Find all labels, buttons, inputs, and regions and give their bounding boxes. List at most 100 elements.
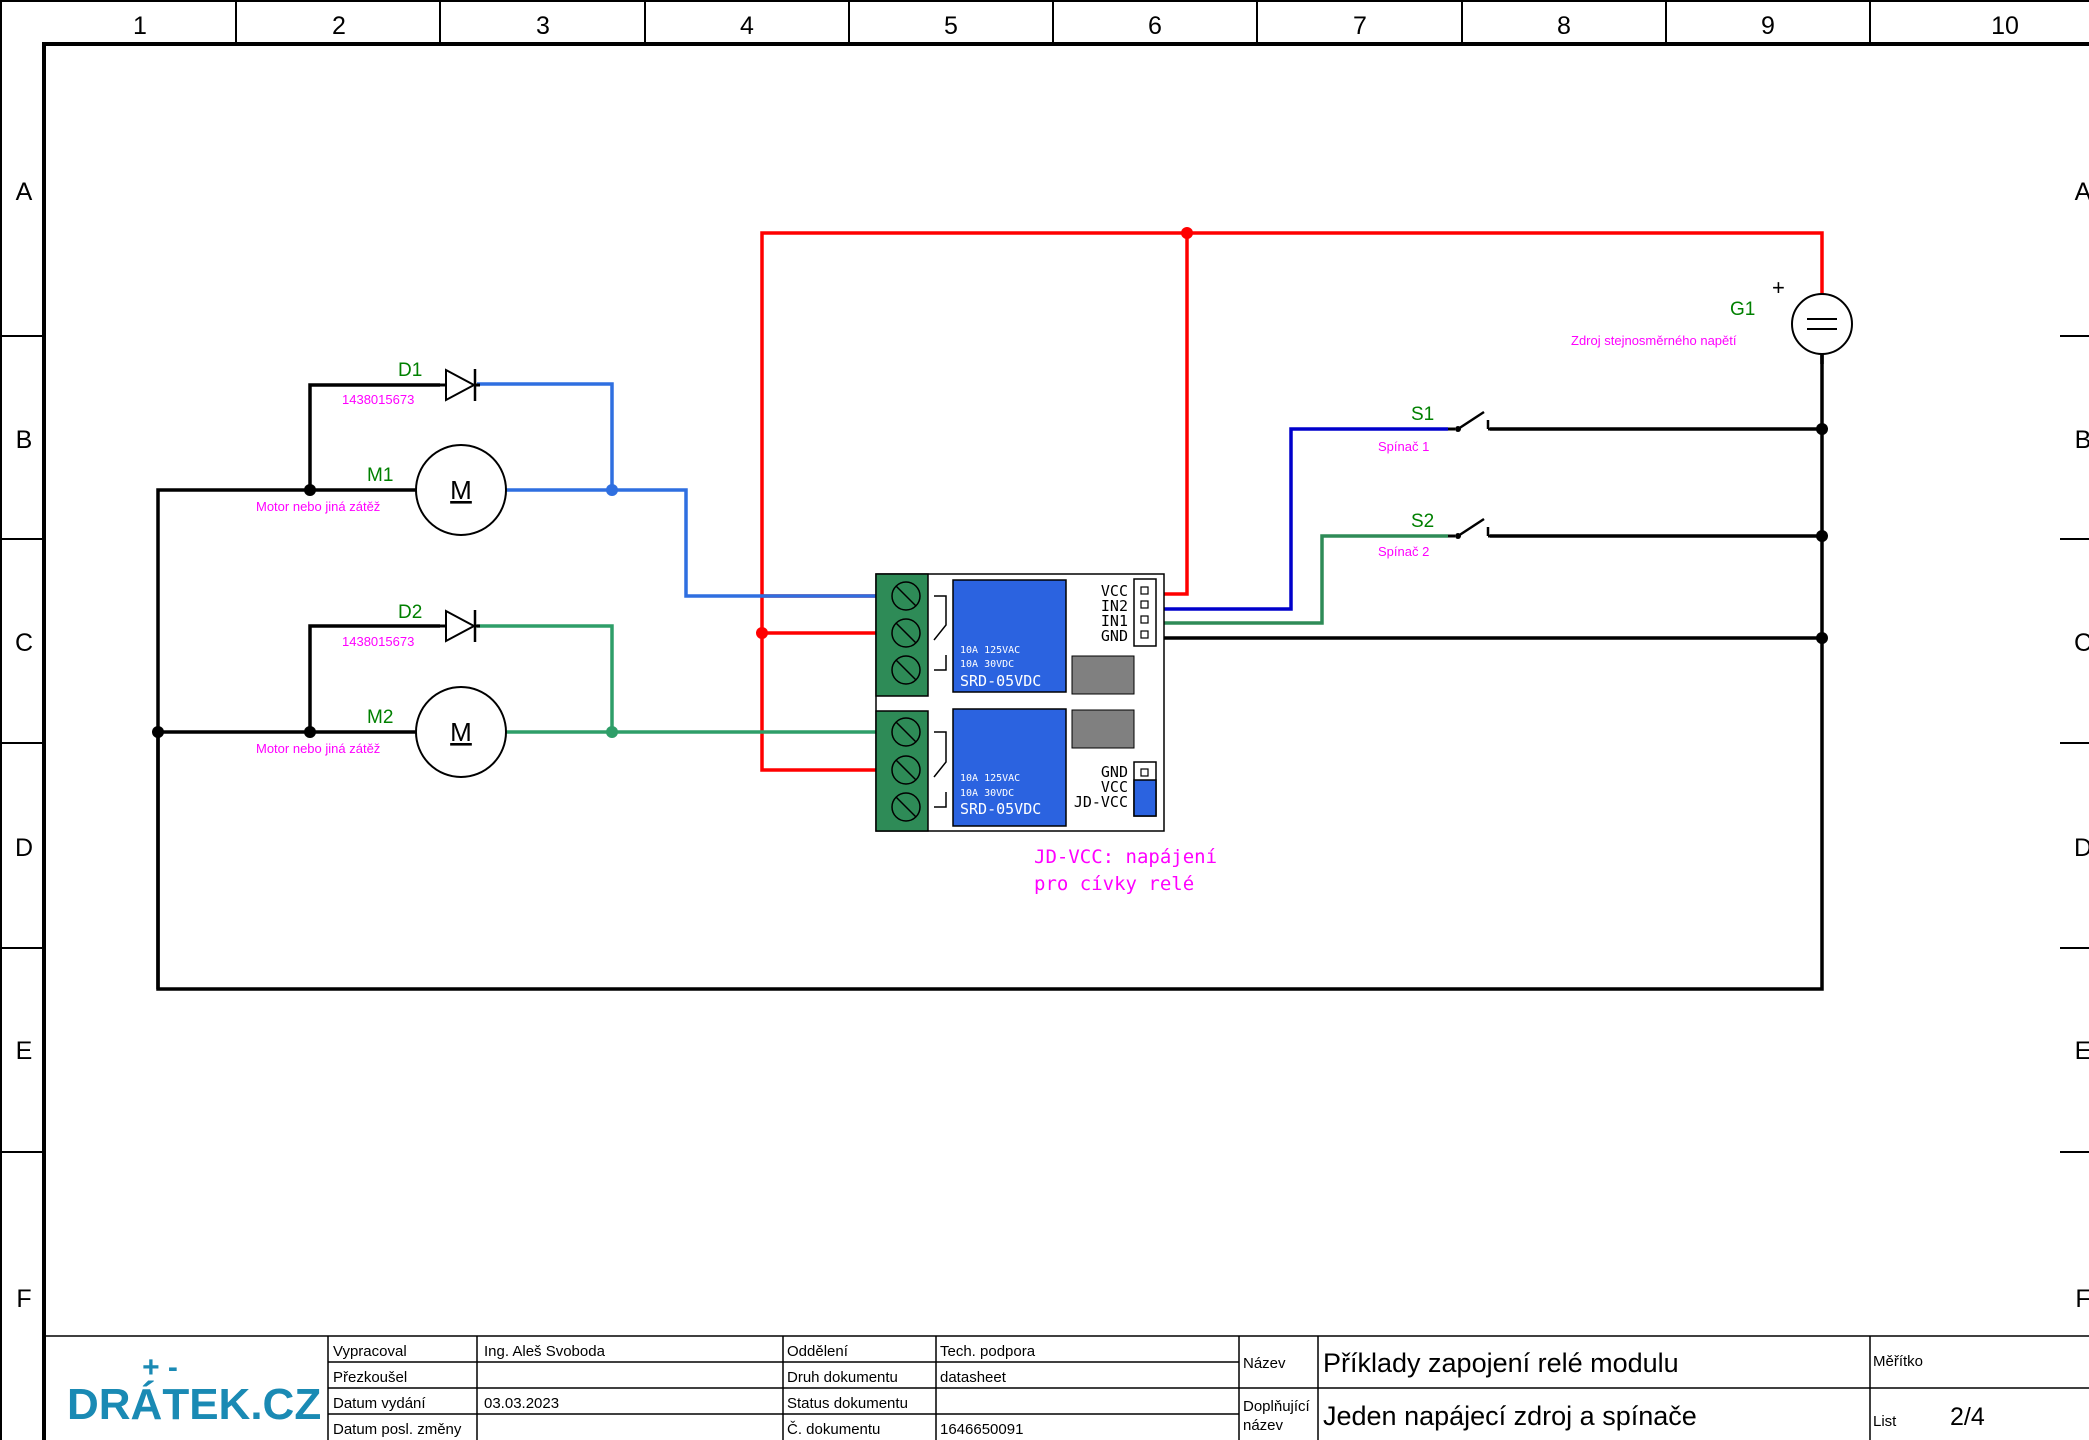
relay-model: SRD-05VDC	[960, 800, 1041, 818]
diode-part: 1438015673	[342, 634, 414, 649]
tb-subname-label: Doplňující	[1243, 1398, 1311, 1415]
row-label: D	[15, 834, 33, 862]
wire-load1	[505, 488, 876, 598]
wire-in2	[1160, 427, 1448, 611]
wire-ground	[156, 488, 310, 989]
document-subtitle: Jeden napájecí zdroj a spínače	[1323, 1401, 1697, 1431]
company-logo: DRÁTEK.CZ	[67, 1379, 321, 1429]
motor-m2: M M2 Motor nebo jiná zátěž	[256, 686, 507, 778]
junction-dot	[304, 484, 316, 496]
row-label: A	[16, 178, 33, 206]
source-ref: G1	[1730, 299, 1755, 320]
relay-top	[952, 579, 1067, 693]
junction-dot	[1816, 632, 1828, 644]
row-label: E	[2075, 1037, 2089, 1065]
tb-label: Č. dokumentu	[787, 1421, 880, 1438]
motor-symbol-icon	[415, 686, 507, 778]
column-label: 9	[1761, 12, 1775, 40]
wire-in1	[1160, 534, 1448, 625]
junction-dot	[1181, 227, 1193, 239]
tb-label: Druh dokumentu	[787, 1369, 898, 1386]
tb-value: 03.03.2023	[484, 1395, 559, 1412]
polarity-plus: +	[1772, 275, 1785, 300]
junction-dot	[1816, 530, 1828, 542]
junctions	[152, 227, 1828, 738]
column-label: 10	[1991, 12, 2019, 40]
row-label: E	[16, 1037, 33, 1065]
jdvcc-note: pro cívky relé	[1034, 873, 1194, 895]
motor-desc: Motor nebo jiná zátěž	[256, 499, 380, 514]
status-led	[1071, 655, 1135, 695]
relay-rating: 10A 125VAC	[960, 645, 1020, 656]
junction-dot	[152, 726, 164, 738]
row-label: B	[16, 426, 33, 454]
motor-ref: M1	[367, 465, 393, 486]
tb-label: Status dokumentu	[787, 1395, 908, 1412]
row-label: C	[15, 629, 33, 657]
tb-label: Přezkoušel	[333, 1369, 407, 1386]
source-desc: Zdroj stejnosměrného napětí	[1571, 333, 1737, 348]
diode-part: 1438015673	[342, 392, 414, 407]
wire-power	[1160, 233, 1189, 596]
row-label: C	[2074, 629, 2089, 657]
pin-label: GND	[1101, 627, 1128, 645]
tb-value: 1646650091	[940, 1421, 1023, 1438]
switch-s1: S1 Spínač 1	[1378, 404, 1492, 454]
column-label: 1	[133, 12, 147, 40]
column-label: 2	[332, 12, 346, 40]
tb-scale-label: Měřítko	[1873, 1353, 1923, 1370]
relay-rating: 10A 30VDC	[960, 659, 1014, 670]
tb-sheet-label: List	[1873, 1413, 1897, 1430]
pin-label: GND	[1101, 763, 1128, 781]
junction-dot	[756, 627, 768, 639]
switch-desc: Spínač 2	[1378, 544, 1429, 559]
motor-m1: M M1 Motor nebo jiná zátěž	[256, 444, 507, 536]
relay-module: 10A 125VAC 10A 30VDC SRD-05VDC 10A 125VA…	[875, 573, 1165, 832]
row-label: A	[2075, 178, 2089, 206]
motor-symbol-icon	[415, 444, 507, 536]
diode-ref: D2	[398, 602, 422, 623]
motor-ref: M2	[367, 707, 393, 728]
tb-label: Vypracoval	[333, 1343, 407, 1360]
relay-model: SRD-05VDC	[960, 672, 1041, 690]
motor-symbol-letter: M	[450, 717, 472, 747]
wire-ground	[308, 624, 440, 732]
row-label: F	[2075, 1285, 2089, 1313]
wires	[156, 231, 1824, 991]
pin-label: VCC	[1101, 582, 1128, 600]
document-title: Příklady zapojení relé modulu	[1323, 1348, 1679, 1378]
switch-desc: Spínač 1	[1378, 439, 1429, 454]
wire-load2	[477, 624, 614, 732]
pin-label: VCC	[1101, 778, 1128, 796]
relay-rating: 10A 30VDC	[960, 788, 1014, 799]
diode-symbol-icon	[445, 368, 477, 402]
tb-label: Datum vydání	[333, 1395, 426, 1412]
row-label: B	[2075, 426, 2089, 454]
dc-source-icon	[1791, 293, 1853, 355]
column-label: 7	[1353, 12, 1367, 40]
tb-value: datasheet	[940, 1369, 1007, 1386]
row-label: F	[16, 1285, 31, 1313]
wire-ground	[308, 383, 440, 490]
tb-label: Oddělení	[787, 1343, 849, 1360]
switch-s2: S2 Spínač 2	[1378, 511, 1492, 559]
pin-label: IN1	[1101, 612, 1128, 630]
column-label: 3	[536, 12, 550, 40]
junction-dot	[606, 726, 618, 738]
tb-subname-label: název	[1243, 1417, 1284, 1434]
column-label: 8	[1557, 12, 1571, 40]
relay-bottom	[952, 708, 1067, 827]
junction-dot	[1816, 423, 1828, 435]
wire-power	[760, 596, 876, 772]
diode-d2: D2 1438015673	[342, 602, 480, 649]
tb-value: Tech. podpora	[940, 1343, 1036, 1360]
junction-dot	[304, 726, 316, 738]
wire-ground	[156, 333, 1824, 991]
switch-ref: S2	[1411, 511, 1434, 532]
switch-ref: S1	[1411, 404, 1434, 425]
motor-desc: Motor nebo jiná zátěž	[256, 741, 380, 756]
wire-load1	[477, 382, 614, 490]
diode-d1: D1 1438015673	[342, 360, 480, 407]
row-label: D	[2074, 834, 2089, 862]
